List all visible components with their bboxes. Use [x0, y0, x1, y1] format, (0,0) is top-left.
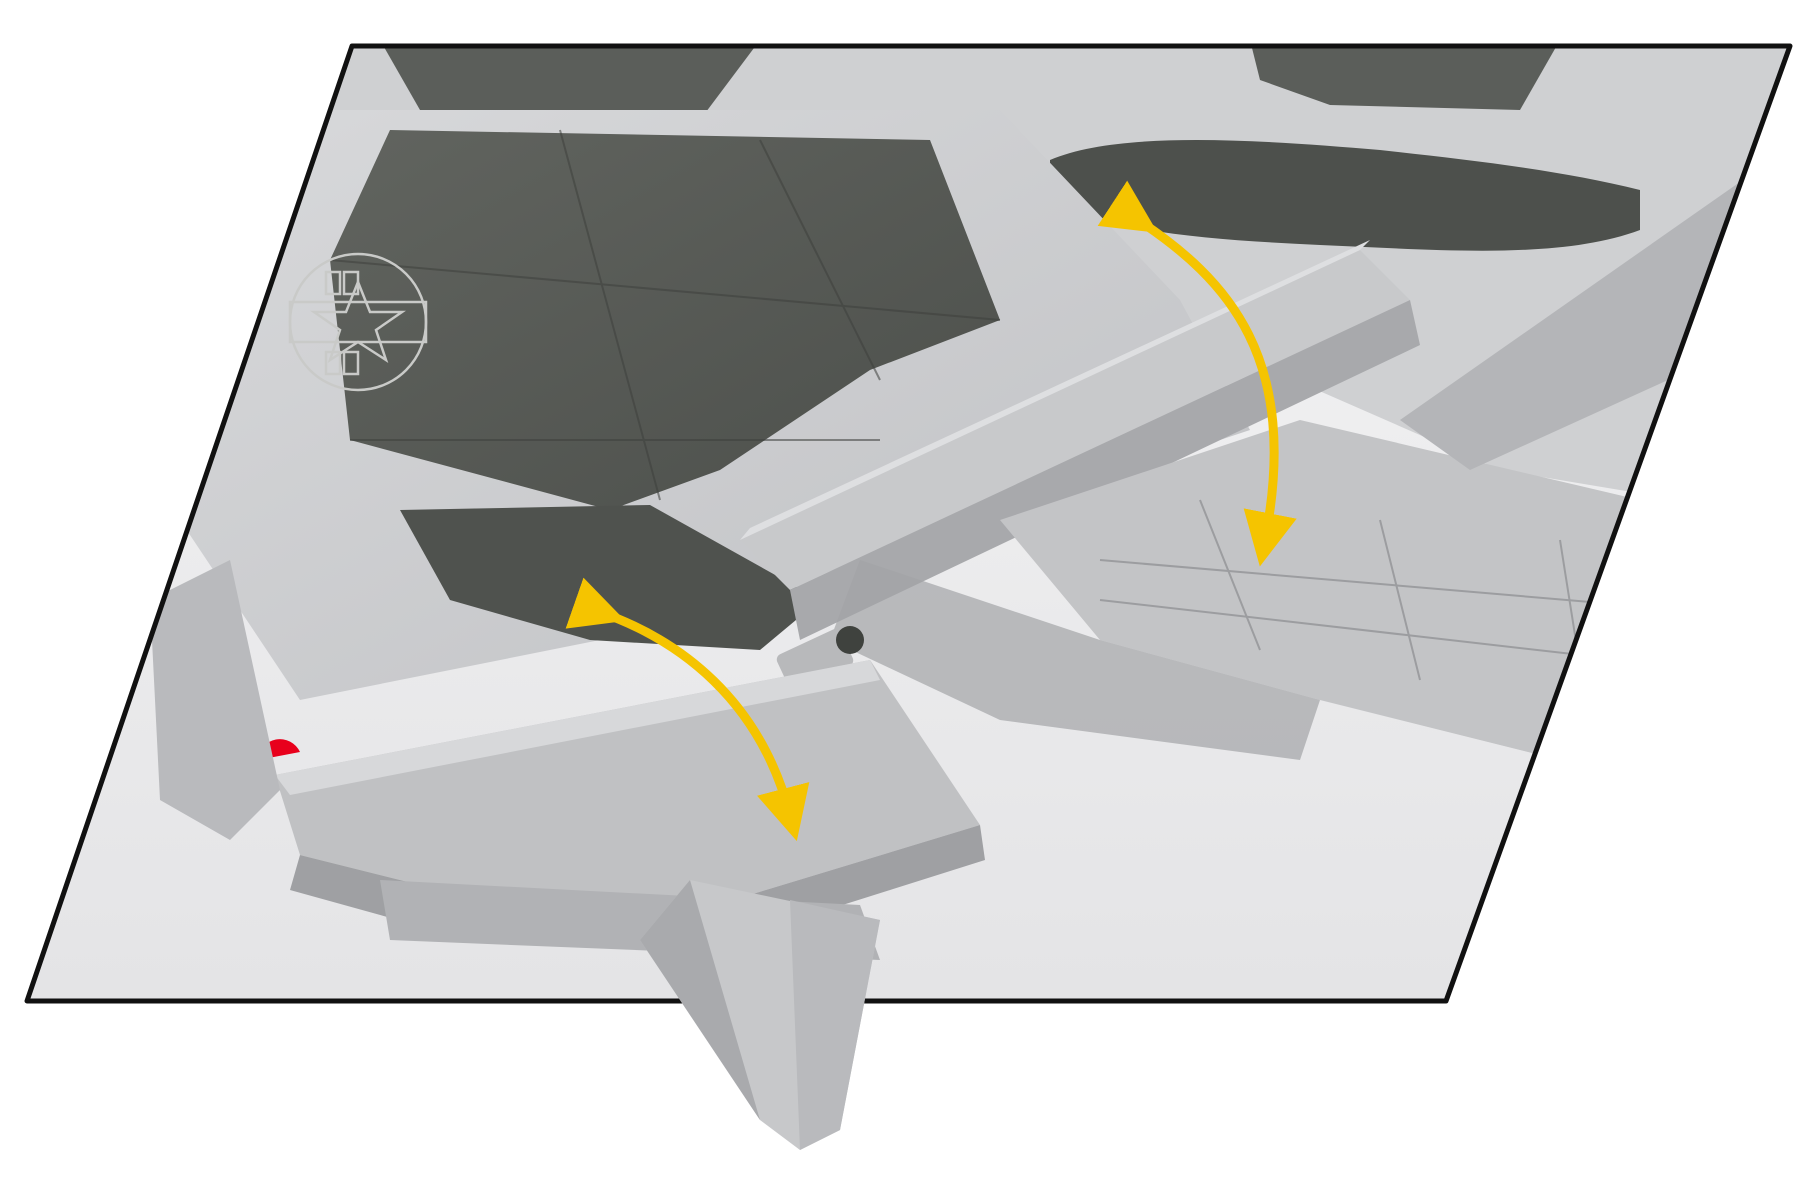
photo-frame	[24, 43, 1793, 1004]
wing-underside-shadow	[830, 560, 1320, 760]
wing-camo-main	[330, 130, 1000, 510]
frame-border	[24, 43, 1793, 1004]
wingtip-overhang	[640, 880, 880, 1150]
curved-double-arrow-icon	[565, 577, 810, 842]
fuselage-camo-top-right	[1250, 46, 1560, 110]
curved-double-arrow-icon	[1097, 180, 1297, 567]
left-fuselage-edge	[150, 560, 280, 840]
star-insignia-icon	[288, 252, 428, 392]
aircraft-wing-model	[150, 46, 1790, 960]
panel-lines	[329, 129, 1001, 501]
tail-fin	[1400, 140, 1790, 470]
